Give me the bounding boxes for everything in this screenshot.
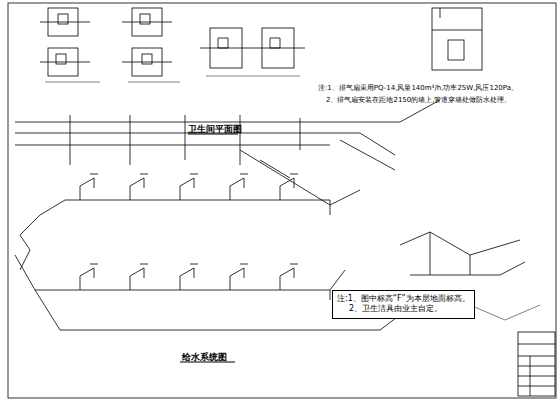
fixture-branches	[80, 174, 298, 290]
note-text: 2、卫生洁具由业主自定。	[337, 304, 470, 314]
fixture-branch	[280, 264, 298, 290]
note-text: 2、排气扇安装在距地2150的墙上,管道穿墙处做防水处理。	[326, 96, 512, 104]
note-text: 注:1、排气扇采用PQ-14,风量140m³/h,功率25W,风压120Pa。	[318, 84, 518, 92]
lower-pipe-system	[0, 0, 400, 330]
fixture-branch	[130, 174, 148, 200]
fixture-branch	[80, 264, 98, 290]
fixture-branch	[80, 174, 98, 200]
fixture-branch	[230, 264, 248, 290]
fixture-branch	[230, 174, 248, 200]
view-title: 卫生间平面图	[188, 124, 242, 135]
view-title: 给水系统图	[182, 352, 227, 363]
title-block	[518, 332, 555, 396]
sheet-border	[8, 3, 556, 398]
upper-pipe-system	[15, 100, 440, 205]
fixture-branch	[280, 174, 298, 200]
fixture-branch	[180, 174, 198, 200]
note-text: 注:1、图中标高“F”为本层地面标高。	[337, 294, 470, 304]
bathroom-plans	[40, 8, 482, 82]
fixture-branch	[130, 264, 148, 290]
fixture-branch	[180, 264, 198, 290]
note-box: 注:1、图中标高“F”为本层地面标高。2、卫生洁具由业主自定。	[332, 290, 475, 319]
